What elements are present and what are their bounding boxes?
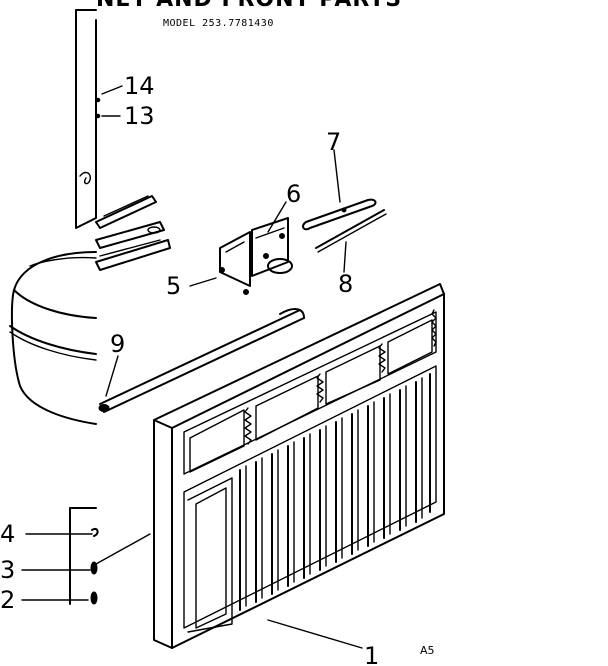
callout-3: 3 [0,556,15,584]
hinge-bracket-part [219,217,293,295]
figure-reference: A5 [420,644,435,657]
callout-4: 4 [0,520,15,548]
support-rod-part [98,308,305,413]
callout-7: 7 [326,128,341,156]
front-grille-part [153,283,445,649]
callout-13: 13 [124,102,155,130]
slide-brackets [95,195,171,271]
housing-shroud-part [9,251,97,425]
callout-8: 8 [338,270,353,298]
leader-lines [21,85,363,649]
rod-part [315,209,387,253]
mounting-rail-part [75,9,101,229]
handle-part [302,198,377,231]
callout-14: 14 [124,72,155,100]
diagram-title: NET AND FRONT PARTS [96,0,402,12]
small-fasteners-part [69,507,99,605]
callout-6: 6 [286,180,301,208]
callout-5: 5 [166,272,181,300]
callout-1: 1 [364,642,379,666]
callout-9: 9 [110,330,125,358]
callout-2: 2 [0,586,15,614]
louvre-slats [239,373,431,611]
model-number: MODEL 253.7781430 [163,18,274,29]
